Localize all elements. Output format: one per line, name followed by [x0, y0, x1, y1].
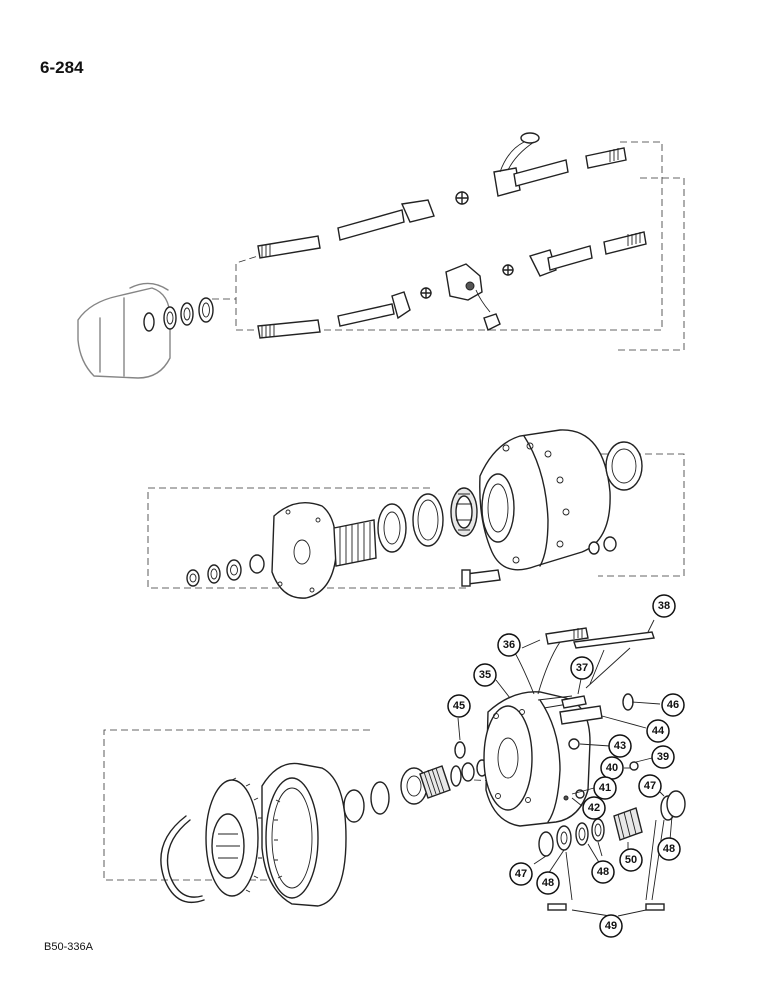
lower-shaft-row	[257, 231, 647, 339]
callout-44: 44	[646, 719, 670, 743]
callout-47-right: 47	[638, 774, 662, 798]
thrust-washer	[343, 789, 365, 823]
svg-text:35: 35	[479, 669, 491, 681]
callout-50: 50	[619, 848, 643, 872]
svg-text:48: 48	[542, 877, 554, 889]
snap-ring	[160, 815, 205, 904]
hub-small-rings	[186, 554, 265, 587]
callout-36: 36	[497, 633, 521, 657]
svg-text:41: 41	[599, 782, 611, 794]
callout-41: 42	[582, 796, 606, 820]
callout-48-right: 48	[657, 837, 681, 861]
svg-text:40: 40	[606, 762, 618, 774]
svg-text:36: 36	[503, 639, 515, 651]
ring-gear	[261, 762, 347, 907]
callout-42: 41	[593, 776, 617, 800]
callout-35: 35	[473, 663, 497, 687]
svg-text:43: 43	[614, 740, 626, 752]
hub-spindle-assembly	[147, 429, 685, 599]
figure-code: B50-336A	[44, 941, 93, 953]
page-number: 6-284	[40, 58, 84, 77]
svg-text:42: 42	[588, 802, 600, 814]
axle-flange-shaft	[271, 502, 377, 599]
callout-49: 49	[599, 914, 623, 938]
callout-48-left: 48	[536, 871, 560, 895]
svg-text:50: 50	[625, 854, 637, 866]
hub-bolt	[465, 569, 501, 585]
gear-carrier	[205, 777, 262, 897]
svg-text:44: 44	[652, 725, 665, 737]
shaft-seals	[143, 297, 214, 332]
svg-text:47: 47	[644, 780, 656, 792]
needle-bearing	[419, 765, 451, 799]
svg-text:39: 39	[657, 751, 669, 763]
svg-text:47: 47	[515, 868, 527, 880]
planet-small-parts	[454, 627, 686, 911]
callout-48-center: 48	[591, 860, 615, 884]
callout-40: 40	[600, 756, 624, 780]
planet-carrier	[483, 691, 591, 827]
callout-37: 37	[570, 656, 594, 680]
wheel-hub	[479, 429, 611, 571]
planetary-assembly	[103, 619, 686, 917]
drive-shaft-assembly	[77, 132, 685, 379]
svg-text:49: 49	[605, 920, 617, 932]
upper-shaft-row	[257, 132, 627, 259]
svg-text:38: 38	[658, 600, 670, 612]
callout-47-left: 47	[509, 862, 533, 886]
svg-text:48: 48	[597, 866, 609, 878]
callout-39: 39	[651, 745, 675, 769]
svg-text:45: 45	[453, 700, 465, 712]
svg-text:37: 37	[576, 662, 588, 674]
svg-text:48: 48	[663, 843, 675, 855]
callout-46: 46	[661, 693, 685, 717]
hub-seals-bearings	[377, 487, 478, 553]
callout-38: 38	[652, 594, 676, 618]
callout-43: 43	[608, 734, 632, 758]
axle-housing-end	[77, 282, 171, 379]
callout-45: 45	[447, 694, 471, 718]
svg-text:46: 46	[667, 699, 679, 711]
leader-lines	[457, 619, 673, 917]
